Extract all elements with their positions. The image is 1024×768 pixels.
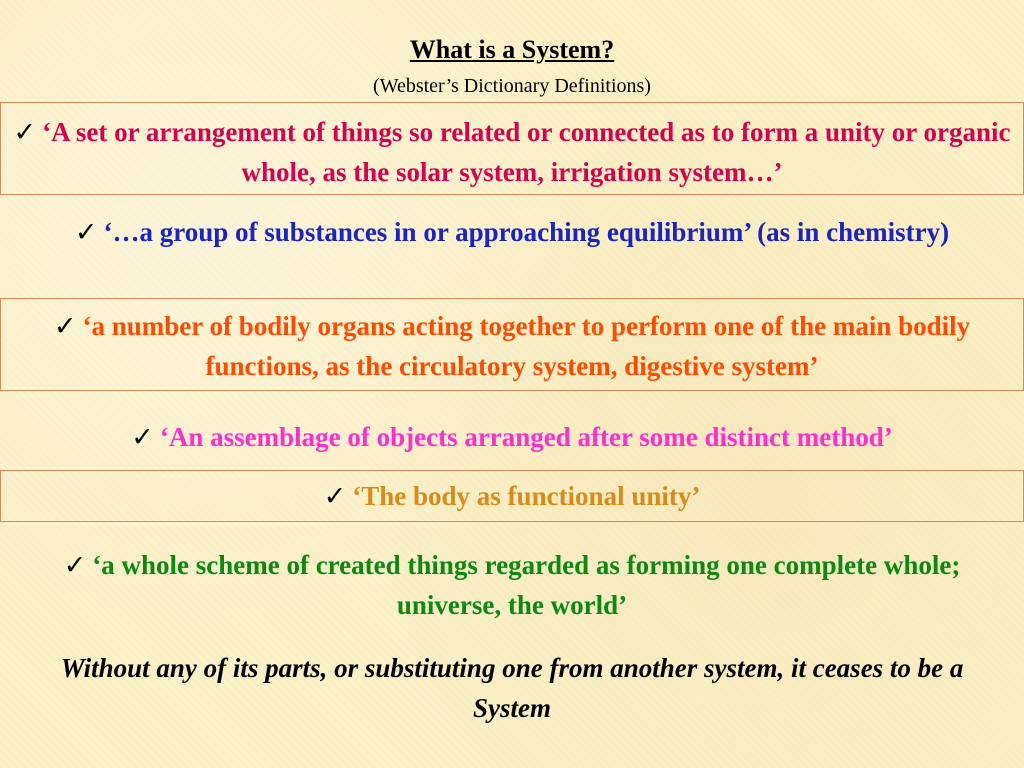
- checkmark-icon: ✓: [131, 422, 154, 452]
- definition-text: ‘The body as functional unity’: [352, 481, 701, 511]
- definition-4: ✓‘An assemblage of objects arranged afte…: [10, 417, 1014, 459]
- slide-subtitle: (Webster’s Dictionary Definitions): [373, 75, 651, 97]
- definition-text: ‘A set or arrangement of things so relat…: [42, 117, 1011, 187]
- checkmark-icon: ✓: [63, 550, 87, 580]
- definition-text: ‘An assemblage of objects arranged after…: [159, 422, 893, 452]
- definition-text: ‘a whole scheme of created things regard…: [92, 550, 961, 620]
- slide-title: What is a System?: [409, 35, 615, 64]
- conclusion-text: Without any of its parts, or substitutin…: [60, 653, 964, 723]
- checkmark-icon: ✓: [13, 117, 37, 147]
- definition-text: ‘…a group of substances in or approachin…: [103, 217, 950, 247]
- definition-3: ✓‘a number of bodily organs acting toget…: [0, 298, 1024, 391]
- checkmark-icon: ✓: [74, 217, 98, 247]
- checkmark-icon: ✓: [323, 481, 347, 511]
- checkmark-icon: ✓: [53, 311, 77, 341]
- definition-1: ✓‘A set or arrangement of things so rela…: [0, 102, 1024, 195]
- definition-text: ‘a number of bodily organs acting togeth…: [82, 311, 971, 381]
- definition-5: ✓‘The body as functional unity’: [0, 470, 1024, 522]
- definition-6: ✓‘a whole scheme of created things regar…: [10, 545, 1014, 629]
- definition-2: ✓‘…a group of substances in or approachi…: [10, 212, 1014, 296]
